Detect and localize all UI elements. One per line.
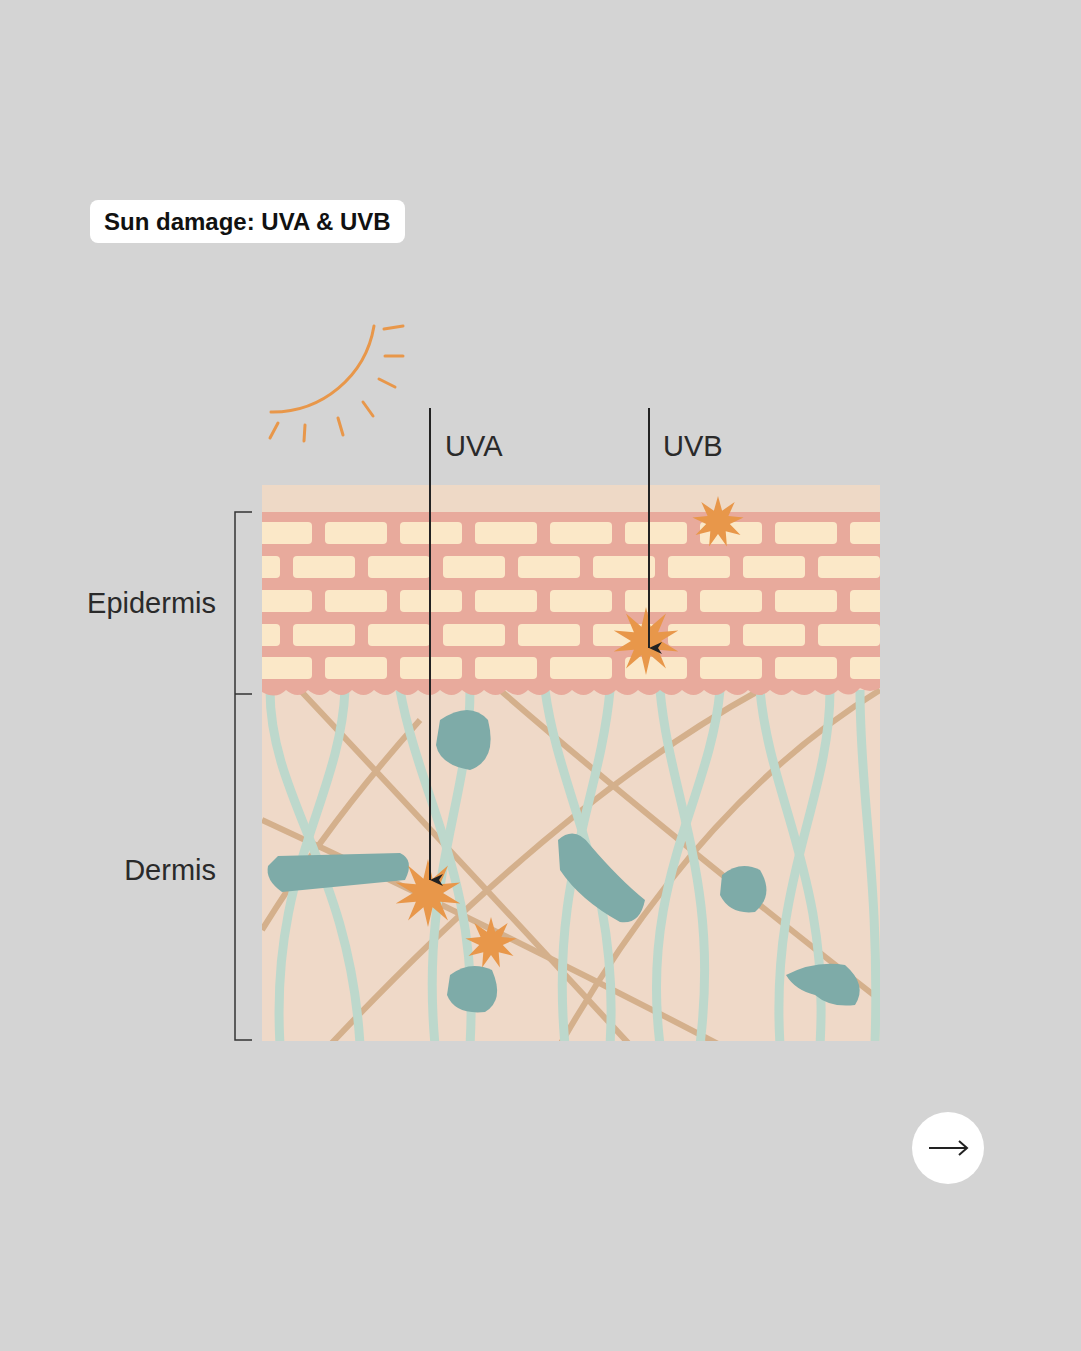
skin-cell [293, 556, 355, 578]
skin-cell [775, 657, 837, 679]
collagen-fibers [262, 690, 880, 1041]
skin-cell [850, 522, 880, 544]
skin-cell [475, 657, 537, 679]
layer-label: Dermis [124, 856, 216, 885]
skin-cell [775, 522, 837, 544]
skin-cell [325, 522, 387, 544]
epidermis-layer [262, 512, 880, 696]
skin-cell [443, 624, 505, 646]
skin-cell [475, 522, 537, 544]
skin-cell [818, 624, 880, 646]
skin-cell [625, 522, 687, 544]
damage-bursts [396, 496, 744, 967]
damage-burst [614, 607, 679, 675]
layer-label: Epidermis [87, 589, 216, 618]
skin-cell [850, 590, 880, 612]
skin-cell [743, 556, 805, 578]
skin-cell [625, 590, 687, 612]
skin-cell [262, 657, 312, 679]
skin-cell [593, 556, 655, 578]
skin-cell [443, 556, 505, 578]
dermal-cells [268, 710, 860, 1012]
damage-burst [692, 496, 743, 546]
sun-icon [270, 326, 403, 441]
skin-cell [325, 590, 387, 612]
skin-cell [700, 657, 762, 679]
skin-cell [368, 624, 430, 646]
ray-label: UVB [663, 432, 723, 461]
skin-cell [293, 624, 355, 646]
skin-cell [475, 590, 537, 612]
skin-cell [262, 556, 280, 578]
ray-label: UVA [445, 432, 502, 461]
skin-cell [550, 522, 612, 544]
title-badge: Sun damage: UVA & UVB [90, 200, 405, 243]
skin-cell [368, 556, 430, 578]
skin-cell [668, 624, 730, 646]
skin-cell [262, 590, 312, 612]
skin-cell [518, 556, 580, 578]
skin-cell [668, 556, 730, 578]
uva-ray [429, 408, 431, 880]
skin-cell [325, 657, 387, 679]
skin-cell [262, 624, 280, 646]
next-arrow [929, 1141, 967, 1155]
damage-burst [465, 917, 516, 967]
skin-cell [550, 657, 612, 679]
skin-cells [262, 522, 880, 679]
layer-bracket [235, 512, 252, 1040]
damage-burst [396, 859, 461, 927]
skin-cell [818, 556, 880, 578]
skin-cell [775, 590, 837, 612]
skin-cell [262, 522, 312, 544]
uvb-ray [648, 408, 650, 648]
skin-cell [850, 657, 880, 679]
skin-cell [743, 624, 805, 646]
skin-cell [550, 590, 612, 612]
next-button [912, 1112, 984, 1184]
skin-cell [700, 590, 762, 612]
skin-cell [518, 624, 580, 646]
